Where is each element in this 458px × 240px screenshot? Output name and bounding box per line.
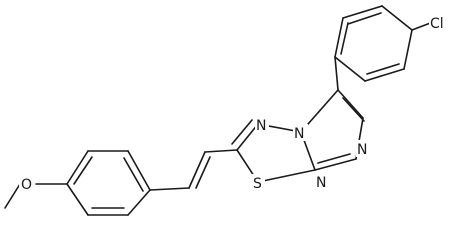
bond — [342, 5, 383, 19]
oxygen-atom-label: O — [21, 177, 32, 193]
bond — [236, 123, 259, 151]
nitrogen-atom-label: N — [316, 175, 326, 191]
nitrogen-atom-label: N — [357, 142, 367, 158]
bond — [123, 157, 144, 192]
methoxyphenyl-ring — [66, 150, 151, 216]
bond — [127, 150, 151, 191]
bond — [334, 17, 344, 58]
bond — [314, 158, 357, 171]
bond — [66, 183, 89, 216]
bond — [317, 153, 351, 164]
chlorophenyl-ring — [334, 5, 413, 82]
bond — [66, 150, 89, 185]
bond — [364, 68, 405, 82]
bond — [73, 156, 93, 185]
bond — [340, 22, 349, 55]
bond — [195, 156, 211, 189]
bond — [334, 56, 339, 91]
bond — [403, 29, 413, 70]
bond — [381, 5, 413, 31]
bond — [4, 183, 21, 209]
molecule-structure: Cl O S N N N N — [4, 5, 451, 216]
nitrogen-atom-label: N — [294, 126, 304, 142]
bond — [342, 97, 365, 122]
atom-labels: Cl O S N N N N — [19, 14, 451, 193]
bond — [257, 169, 316, 183]
bond — [231, 119, 253, 145]
bond — [127, 189, 151, 216]
bond — [204, 149, 238, 153]
bond — [334, 56, 366, 82]
vinyl-linker — [149, 149, 238, 191]
sulfur-atom-label: S — [253, 176, 262, 192]
bond — [188, 151, 206, 189]
chlorine-atom-label: Cl — [430, 16, 444, 32]
bond — [366, 63, 400, 75]
triazole-ring — [300, 56, 365, 171]
bond — [149, 187, 190, 191]
bond — [337, 89, 364, 119]
nitrogen-atom-label: N — [256, 118, 266, 134]
bond — [347, 12, 382, 25]
